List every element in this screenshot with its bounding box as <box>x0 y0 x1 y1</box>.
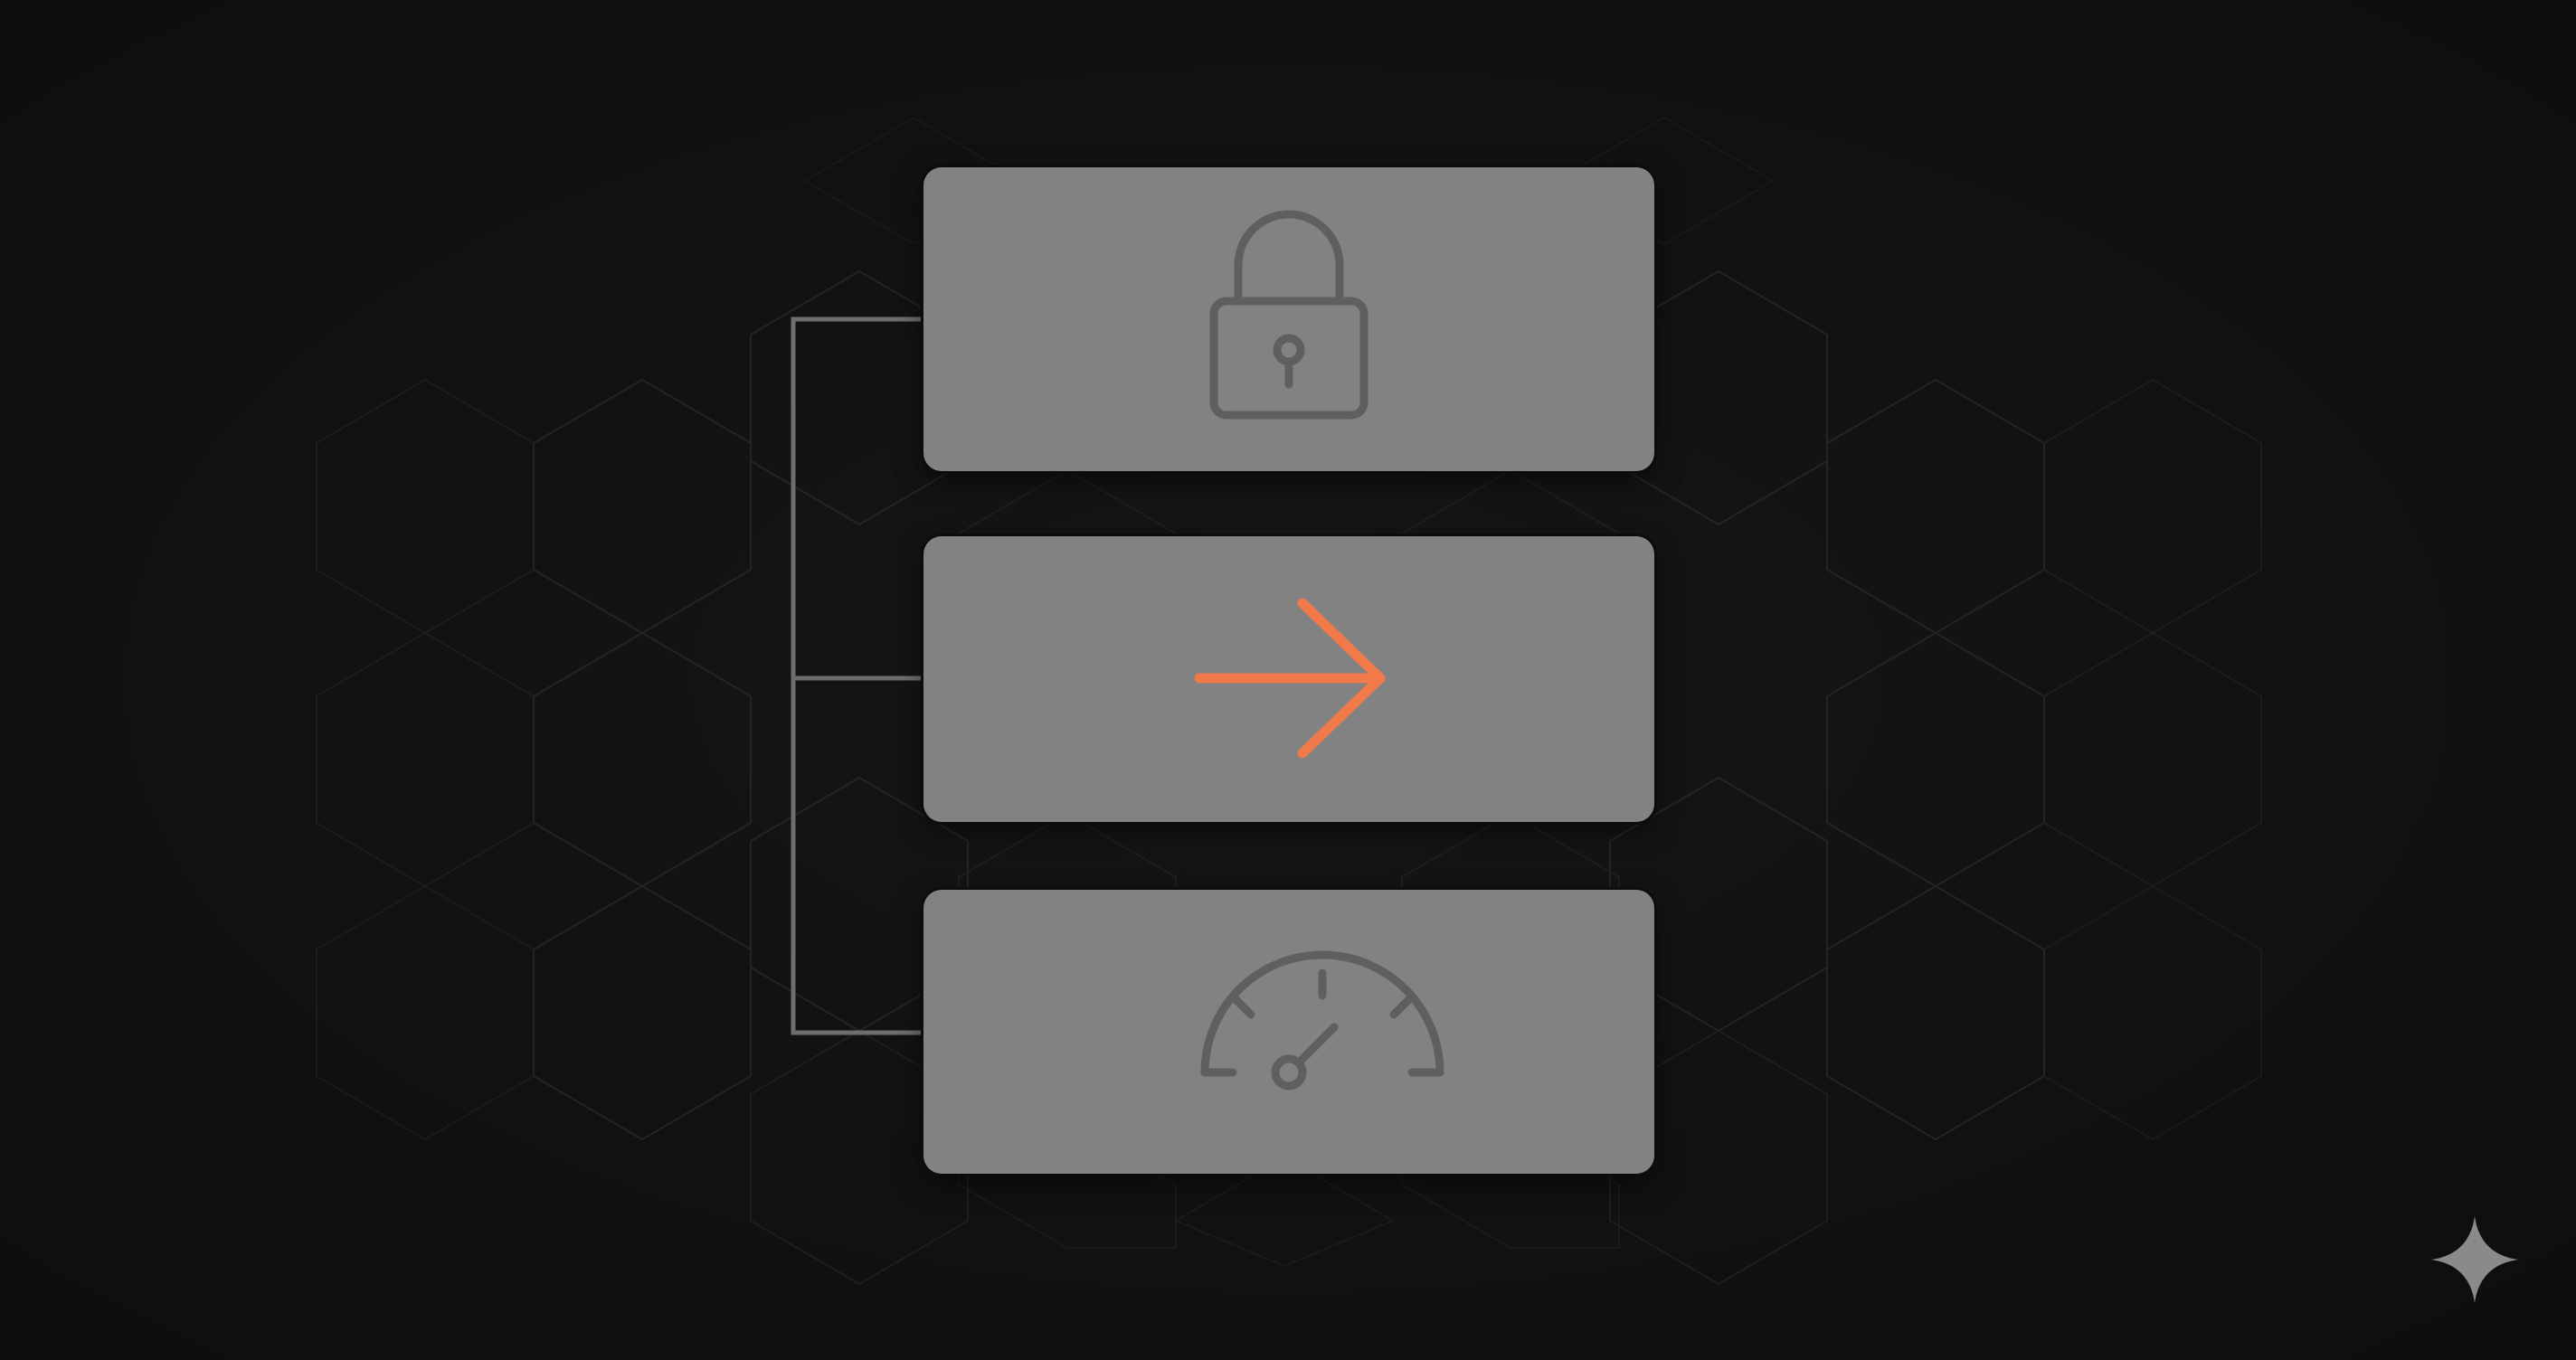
step-card-lock <box>923 167 1654 471</box>
sparkle-icon <box>2431 1216 2518 1303</box>
step-card-arrow <box>923 536 1654 822</box>
speedometer-icon <box>1200 950 1444 1091</box>
step-card-speedometer <box>923 890 1654 1174</box>
arrow-right-icon <box>1194 598 1386 759</box>
lock-icon <box>1209 210 1368 420</box>
